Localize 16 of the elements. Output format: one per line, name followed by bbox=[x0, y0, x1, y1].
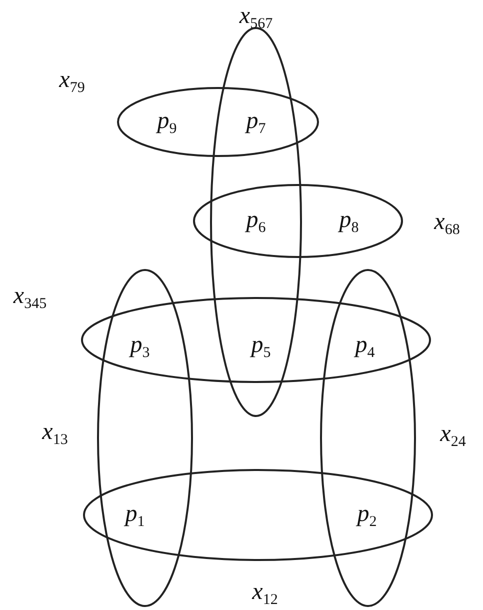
set-label: x$_{24}$ bbox=[440, 422, 466, 450]
vertex-label: p$_{8}$ bbox=[339, 208, 359, 236]
vertex-label: p$_{6}$ bbox=[246, 208, 266, 236]
set-label: x$_{13}$ bbox=[42, 420, 68, 448]
set-label: x$_{68}$ bbox=[434, 210, 460, 238]
vertex-label: p$_{9}$ bbox=[157, 109, 177, 137]
vertex-label: p$_{1}$ bbox=[125, 502, 145, 530]
set-label: x$_{567}$ bbox=[239, 4, 273, 32]
vertex-label: p$_{4}$ bbox=[355, 333, 375, 361]
vertex-label: p$_{5}$ bbox=[251, 333, 271, 361]
vertex-label: p$_{2}$ bbox=[357, 502, 377, 530]
set-label: x$_{79}$ bbox=[59, 68, 85, 96]
vertex-label: p$_{7}$ bbox=[246, 109, 266, 137]
vertex-label: p$_{3}$ bbox=[130, 333, 150, 361]
set-label: x$_{345}$ bbox=[13, 284, 47, 312]
set-label: x$_{12}$ bbox=[252, 580, 278, 608]
